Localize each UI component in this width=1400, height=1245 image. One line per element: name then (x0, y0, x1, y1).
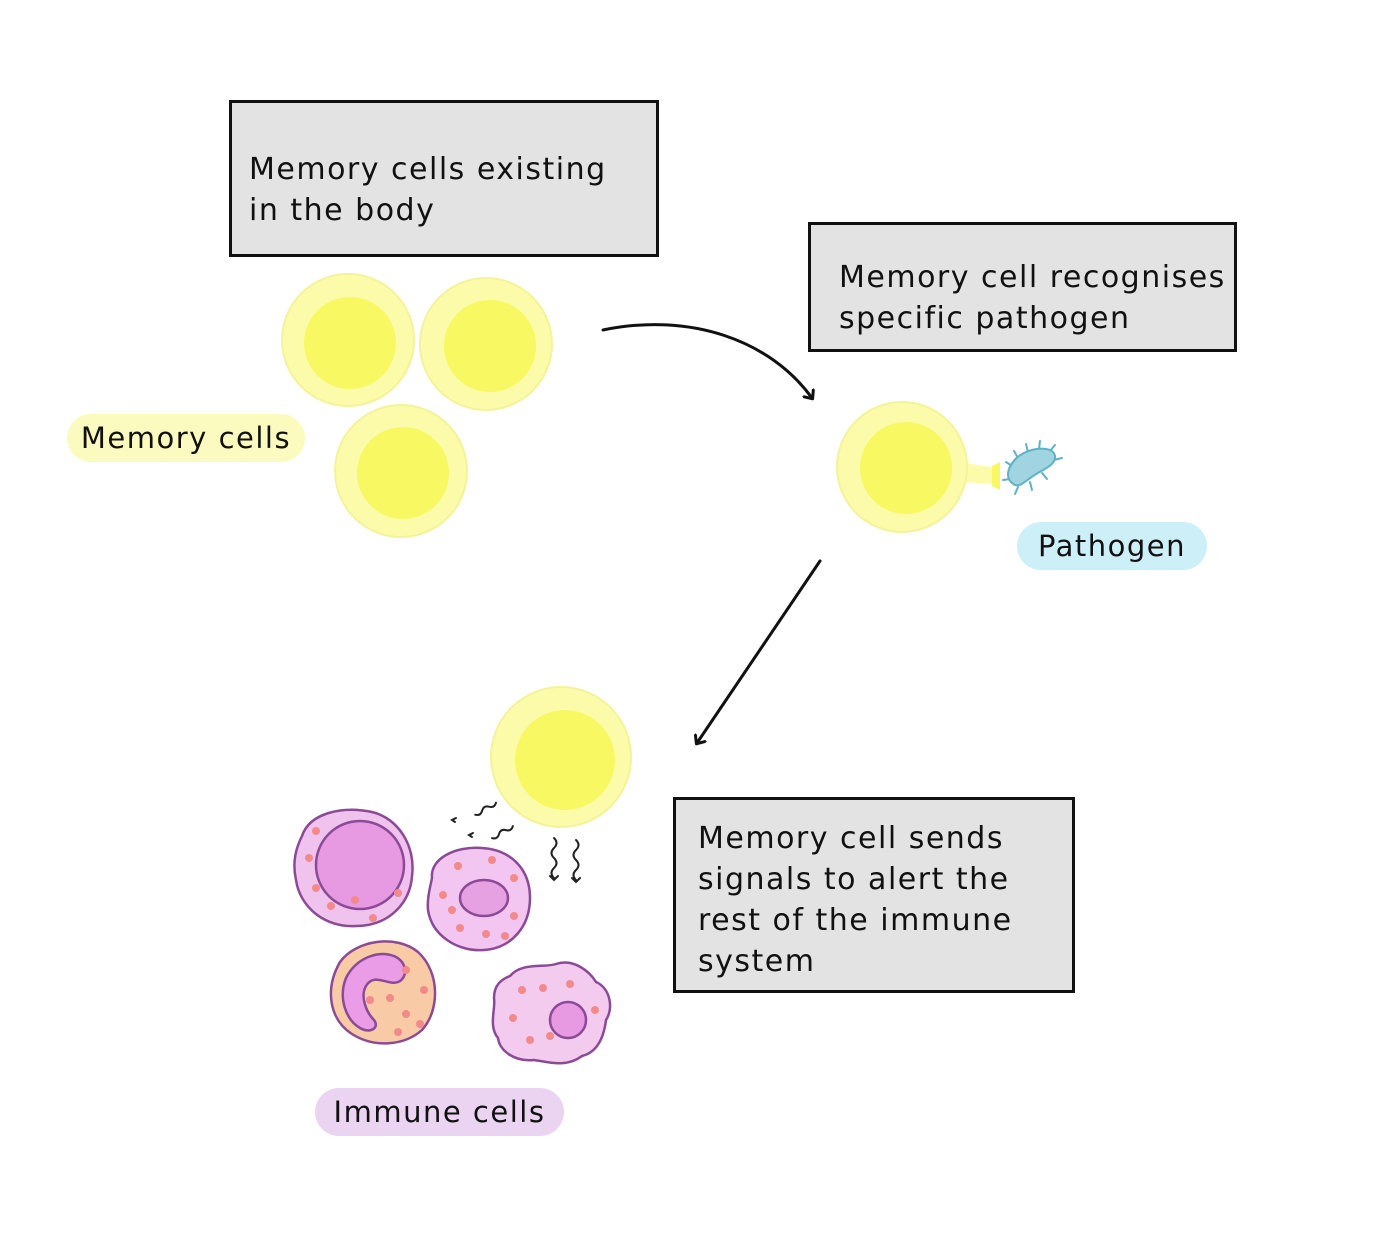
memory-cell (419, 277, 553, 411)
signaling-memory-cell (490, 686, 632, 828)
immune-cell-granulocyte (426, 846, 532, 952)
caption-memory-cell-recognises: Memory cell recognises specific pathogen (808, 222, 1237, 352)
signal-waves-icon (450, 801, 581, 884)
memory-cell (281, 273, 415, 407)
arrow-to-recognition (601, 323, 812, 398)
memory-cell (334, 404, 468, 538)
immune-cell-neutrophil (329, 940, 437, 1045)
label-memory-cells: Memory cells (67, 414, 305, 462)
caption-line: in the body (249, 193, 436, 228)
arrow-to-signaling (697, 559, 822, 743)
caption-memory-cells-existing: Memory cells existing in the body (229, 100, 659, 257)
label-pathogen: Pathogen (1017, 522, 1207, 570)
caption-line: specific pathogen (839, 301, 1131, 336)
memory-cell-cluster (281, 273, 553, 538)
immune-cell-macrophage (491, 961, 612, 1065)
pathogen-icon (1002, 440, 1063, 495)
recognising-memory-cell (836, 401, 1000, 533)
caption-line: Memory cell sends (698, 821, 1004, 856)
immune-cell-lymphocyte (293, 808, 414, 928)
caption-line: signals to alert the (698, 862, 1010, 897)
label-immune-cells: Immune cells (315, 1088, 564, 1136)
caption-line: system (698, 944, 816, 979)
caption-line: Memory cells existing (249, 152, 607, 187)
caption-line: rest of the immune (698, 903, 1013, 938)
caption-line: Memory cell recognises (839, 260, 1226, 295)
caption-memory-cell-sends-signals: Memory cell sends signals to alert the r… (673, 797, 1075, 993)
